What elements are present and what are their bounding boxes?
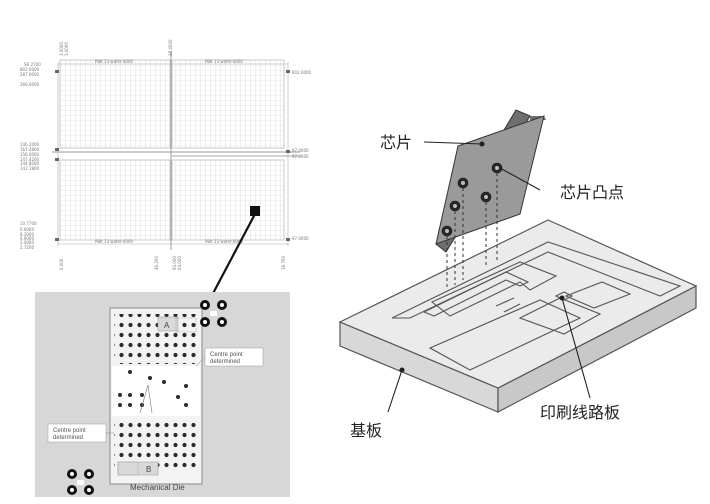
- centre-label-2b: determined: [53, 435, 83, 441]
- svg-text:147.4200: 147.4200: [20, 157, 40, 162]
- chip-bumps: [441, 162, 503, 237]
- svg-text:8.3000: 8.3000: [20, 232, 34, 237]
- svg-text:3.0000: 3.0000: [64, 42, 69, 56]
- fiducial-top-right: [200, 300, 227, 327]
- marker-a: A: [164, 321, 170, 330]
- svg-text:2.7200: 2.7200: [20, 245, 34, 250]
- svg-text:97.0000: 97.0000: [292, 236, 309, 241]
- dim-labels-top: 3.0000 3.0000 38.4000: [59, 39, 173, 56]
- svg-text:93.000: 93.000: [172, 256, 177, 270]
- svg-text:46.200: 46.200: [154, 256, 159, 270]
- svg-text:802.0000: 802.0000: [20, 67, 40, 72]
- svg-text:4.9000: 4.9000: [20, 236, 34, 241]
- svg-text:2.0000: 2.0000: [20, 240, 34, 245]
- svg-text:SR 2700: SR 2700: [24, 62, 41, 67]
- svg-text:266.0000: 266.0000: [20, 82, 40, 87]
- marker-b: B: [146, 465, 151, 474]
- fiducial-bottom-left: [67, 469, 94, 495]
- substrate-board: [338, 219, 698, 413]
- svg-text:156.0000: 156.0000: [20, 152, 40, 157]
- svg-text:287.0000: 287.0000: [20, 72, 40, 77]
- svg-text:146.2000: 146.2000: [20, 142, 40, 147]
- wafer-map: SR 2700 802.0000 287.0000 266.0000 146.2…: [20, 39, 312, 270]
- bump-projection-lines: [446, 173, 498, 290]
- svg-text:142.1800: 142.1800: [20, 166, 40, 171]
- svg-text:16.700: 16.700: [281, 256, 286, 270]
- svg-text:144.8000: 144.8000: [20, 161, 40, 166]
- quadrant-labels: PBK 13 wafer-0000 PBK 13 wafer-0000 PBK …: [95, 59, 243, 244]
- svg-text:3.0000: 3.0000: [59, 42, 64, 56]
- svg-text:0.000: 0.000: [59, 258, 64, 270]
- svg-text:PBK 13 wafer-0000: PBK 13 wafer-0000: [95, 59, 133, 64]
- die-zoom-panel: A B Centre point determined Centre point…: [35, 292, 290, 497]
- svg-text:PBK 13 wafer-0000: PBK 13 wafer-0000: [205, 59, 243, 64]
- centre-label-1a: Centre point: [210, 352, 243, 358]
- chip-label: 芯片: [380, 133, 412, 152]
- svg-text:97.0000: 97.0000: [292, 154, 309, 159]
- substrate-label: 基板: [350, 421, 382, 440]
- leader-lines: [387, 141, 591, 413]
- bump-label: 芯片凸点: [560, 183, 624, 202]
- die-caption: Mechanical Die: [130, 483, 185, 492]
- pcb-label: 印刷线路板: [540, 403, 620, 422]
- dim-labels-left: SR 2700 802.0000 287.0000 266.0000 146.2…: [20, 62, 41, 250]
- svg-text:10.7700: 10.7700: [20, 221, 37, 226]
- svg-text:0.0000: 0.0000: [20, 227, 34, 232]
- middle-bumps: [118, 370, 188, 407]
- pcb-traces: [391, 241, 682, 371]
- svg-text:802.0000: 802.0000: [292, 70, 312, 75]
- svg-text:38.4000: 38.4000: [168, 39, 173, 56]
- centre-label-1b: determined: [210, 359, 240, 365]
- svg-text:167.4800: 167.4800: [20, 147, 40, 152]
- dim-labels-right: 802.0000 97.0000 97.0000 97.0000: [292, 70, 312, 241]
- dim-labels-bottom: 0.000 46.200 93.000 64.000 16.700: [59, 256, 286, 270]
- svg-text:64.000: 64.000: [177, 256, 182, 270]
- centre-label-2a: Centre point: [53, 428, 86, 434]
- svg-text:PBK 13 wafer-0000: PBK 13 wafer-0000: [95, 239, 133, 244]
- svg-text:PBK 13 wafer-0000: PBK 13 wafer-0000: [205, 239, 243, 244]
- selected-die-marker: [250, 206, 260, 216]
- svg-text:97.0000: 97.0000: [292, 148, 309, 153]
